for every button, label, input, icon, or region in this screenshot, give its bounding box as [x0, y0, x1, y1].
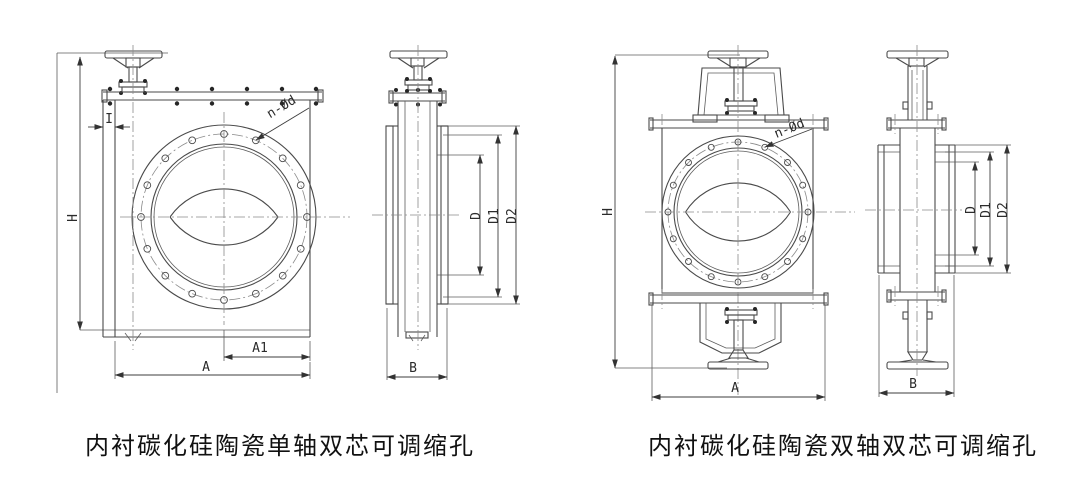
dim-label-flange-od-left: D2: [505, 208, 520, 224]
dim-label-thickness-right: B: [909, 377, 917, 392]
dim-label-bore-left: D: [469, 212, 484, 220]
dim-label-bolt-circle-left: D1: [487, 208, 502, 224]
dim-label-half-width-left: A1: [252, 341, 268, 356]
dim-label-bolt-circle-right: D1: [979, 202, 994, 218]
dim-label-thickness-left: B: [409, 361, 417, 376]
right-side-view: D D1 D2 B: [865, 45, 1011, 397]
dim-label-flange-od-right: D2: [996, 202, 1011, 218]
right-front-view: H: [601, 45, 855, 401]
left-front-view: H: [56, 45, 350, 393]
dim-label-height-left: H: [66, 214, 81, 222]
dim-label-width-right: A: [731, 381, 739, 396]
caption-single-axis: 内衬碳化硅陶瓷单轴双芯可调缩孔: [85, 433, 475, 460]
dim-label-offset-left: I: [105, 112, 113, 127]
left-side-view: D D1 D2 B: [372, 45, 520, 380]
dim-label-height-right: H: [601, 208, 616, 216]
dim-label-width-left: A: [202, 360, 210, 375]
dim-label-bore-right: D: [964, 206, 979, 214]
caption-dual-axis: 内衬碳化硅陶瓷双轴双芯可调缩孔: [648, 433, 1038, 460]
